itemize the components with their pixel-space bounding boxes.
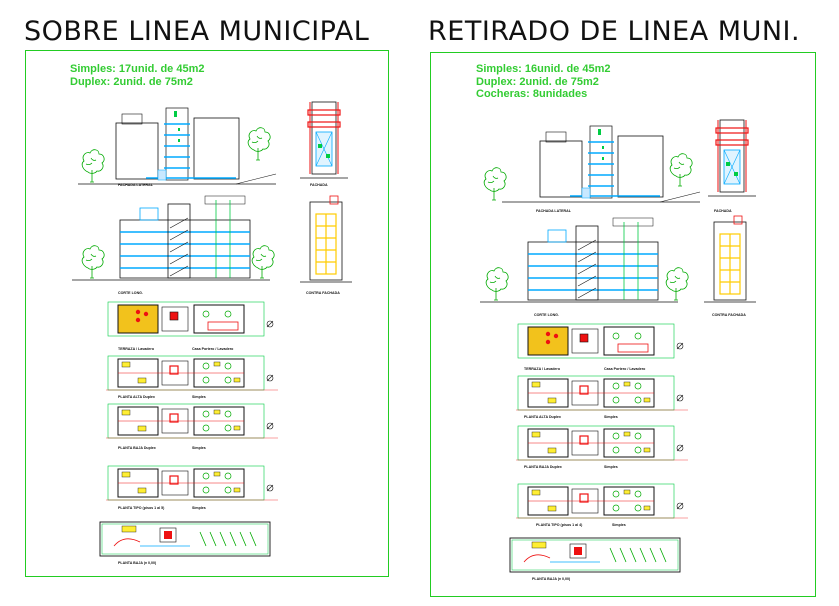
- label-right-simples-3: Simples: [612, 523, 626, 527]
- left-plan-duplex-alta: [105, 355, 279, 391]
- right-drawings: FACHADA LATERAL FACHADA CORTE LONG. CONT…: [479, 119, 757, 581]
- label-left-contra-fachada: CONTRA FACHADA: [306, 291, 340, 295]
- right-plan-tipo: [515, 483, 689, 519]
- label-left-corte-long: CORTE LONG.: [118, 291, 143, 295]
- left-drawings: FACHADA LATERAL FACHADA CORTE LONG. CONT…: [71, 101, 353, 565]
- label-right-planta-tipo: PLANTA TIPO (pisos 1 al 4): [536, 523, 583, 527]
- label-right-terraza: TERRAZA / Lavadero: [524, 367, 561, 371]
- label-right-fachada-lateral: FACHADA LATERAL: [536, 209, 572, 213]
- right-section-long: [479, 217, 679, 303]
- summary-right: Simples: 16unid. de 45m2 Duplex: 2unid. …: [476, 63, 611, 101]
- label-left-fachada-lateral: FACHADA LATERAL: [118, 183, 154, 187]
- summary-right-simples: Simples: 16unid. de 45m2: [476, 63, 611, 75]
- label-left-planta-alta-duplex: PLANTA ALTA Duplex: [118, 395, 155, 399]
- right-tree-2: [669, 153, 693, 187]
- left-plan-duplex-baja: [105, 403, 279, 439]
- label-right-contra-fachada: CONTRA FACHADA: [712, 313, 746, 317]
- left-facade-front: [299, 101, 349, 179]
- label-left-fachada: FACHADA: [310, 183, 328, 187]
- right-plan-duplex-alta: [515, 375, 689, 411]
- label-right-planta-alta-duplex: PLANTA ALTA Duplex: [524, 415, 561, 419]
- right-tree-4: [665, 267, 689, 301]
- left-facade-lateral: [77, 107, 277, 185]
- label-right-planta-baja: PLANTA BAJA (± 0,00): [532, 577, 571, 581]
- label-left-planta-baja-duplex: PLANTA BAJA Duplex: [118, 446, 156, 450]
- right-facade-lateral: [501, 125, 701, 203]
- right-plan-terrace: [517, 323, 684, 359]
- left-section-long: [71, 195, 271, 281]
- right-tree-3: [485, 267, 509, 301]
- label-left-terraza: TERRAZA / Lavadero: [118, 347, 155, 351]
- right-plan-duplex-baja: [515, 425, 689, 461]
- label-right-tanque: Casa Portero / Lavadero: [604, 367, 646, 371]
- right-tree-1: [483, 167, 507, 201]
- summary-left-simples: Simples: 17unid. de 45m2: [70, 63, 205, 75]
- left-tree-2: [247, 127, 271, 161]
- left-plan-ground: [99, 521, 271, 557]
- right-section-contra: [703, 215, 757, 303]
- summary-left: Simples: 17unid. de 45m2 Duplex: 2unid. …: [70, 63, 205, 88]
- summary-right-duplex: Duplex: 2unid. de 75m2: [476, 75, 599, 88]
- left-plan-tipo: [105, 465, 279, 501]
- label-right-simples-1: Simples: [604, 415, 618, 419]
- summary-right-cocheras: Cocheras: 8unidades: [476, 88, 588, 100]
- right-facade-front: [707, 119, 757, 197]
- left-plan-terrace: [107, 301, 274, 337]
- label-left-planta-tipo: PLANTA TIPO (pisos 1 al 5): [118, 506, 165, 510]
- label-right-corte-long: CORTE LONG.: [534, 313, 559, 317]
- left-section-contra: [299, 195, 353, 283]
- label-right-planta-baja-duplex: PLANTA BAJA Duplex: [524, 465, 562, 469]
- label-right-simples-2: Simples: [604, 465, 618, 469]
- left-tree-3: [81, 245, 105, 279]
- label-left-planta-baja: PLANTA BAJA (± 0,00): [118, 561, 157, 565]
- label-left-simples-3: Simples: [192, 506, 206, 510]
- left-tree-1: [81, 149, 105, 183]
- label-left-simples-1: Simples: [192, 395, 206, 399]
- right-plan-ground: [509, 537, 681, 573]
- label-left-simples-2: Simples: [192, 446, 206, 450]
- title-sobre-linea-municipal: SOBRE LINEA MUNICIPAL: [24, 16, 370, 47]
- summary-left-duplex: Duplex: 2unid. de 75m2: [70, 75, 193, 88]
- label-right-fachada: FACHADA: [714, 209, 732, 213]
- title-retirado-de-linea: RETIRADO DE LINEA MUNI.: [428, 16, 801, 47]
- label-left-tanque: Casa Portero / Lavadero: [192, 347, 234, 351]
- panel-retirado: [430, 52, 816, 597]
- left-tree-4: [251, 245, 275, 279]
